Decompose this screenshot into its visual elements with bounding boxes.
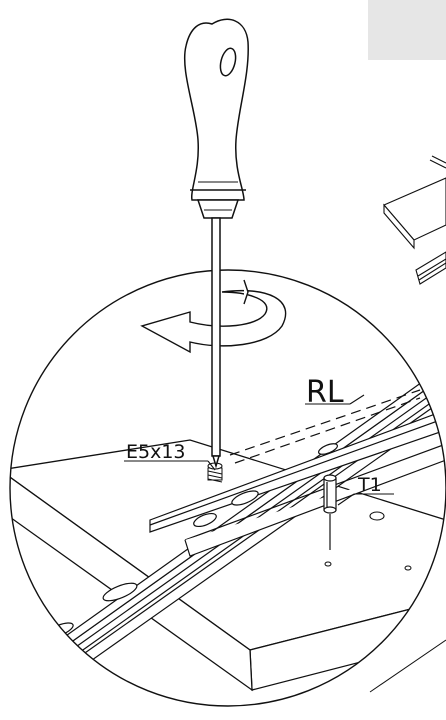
screwdriver-shaft bbox=[211, 217, 221, 457]
dowel-label: T1 bbox=[357, 474, 382, 496]
background-board bbox=[383, 155, 446, 250]
board-hole bbox=[404, 565, 412, 571]
background-rail bbox=[415, 251, 446, 285]
screwdriver-handle bbox=[184, 18, 249, 201]
label-leaders bbox=[124, 394, 394, 506]
drawer-runner-rail bbox=[10, 363, 446, 706]
dowel bbox=[323, 474, 337, 550]
detail-circle-outline bbox=[9, 269, 446, 707]
screwdriver-ferrule bbox=[196, 199, 240, 219]
board-hole bbox=[324, 561, 332, 567]
gray-panel bbox=[368, 0, 446, 60]
screwdriver-icon bbox=[184, 18, 249, 469]
callout-leader bbox=[369, 639, 446, 693]
screw bbox=[207, 462, 223, 483]
detail-magnifier bbox=[10, 363, 446, 706]
board-hole bbox=[369, 511, 385, 521]
screw-label: E5x13 bbox=[126, 441, 186, 463]
rail-label: RL bbox=[306, 375, 344, 410]
clockwise-rotation-arrow-icon bbox=[140, 279, 287, 354]
